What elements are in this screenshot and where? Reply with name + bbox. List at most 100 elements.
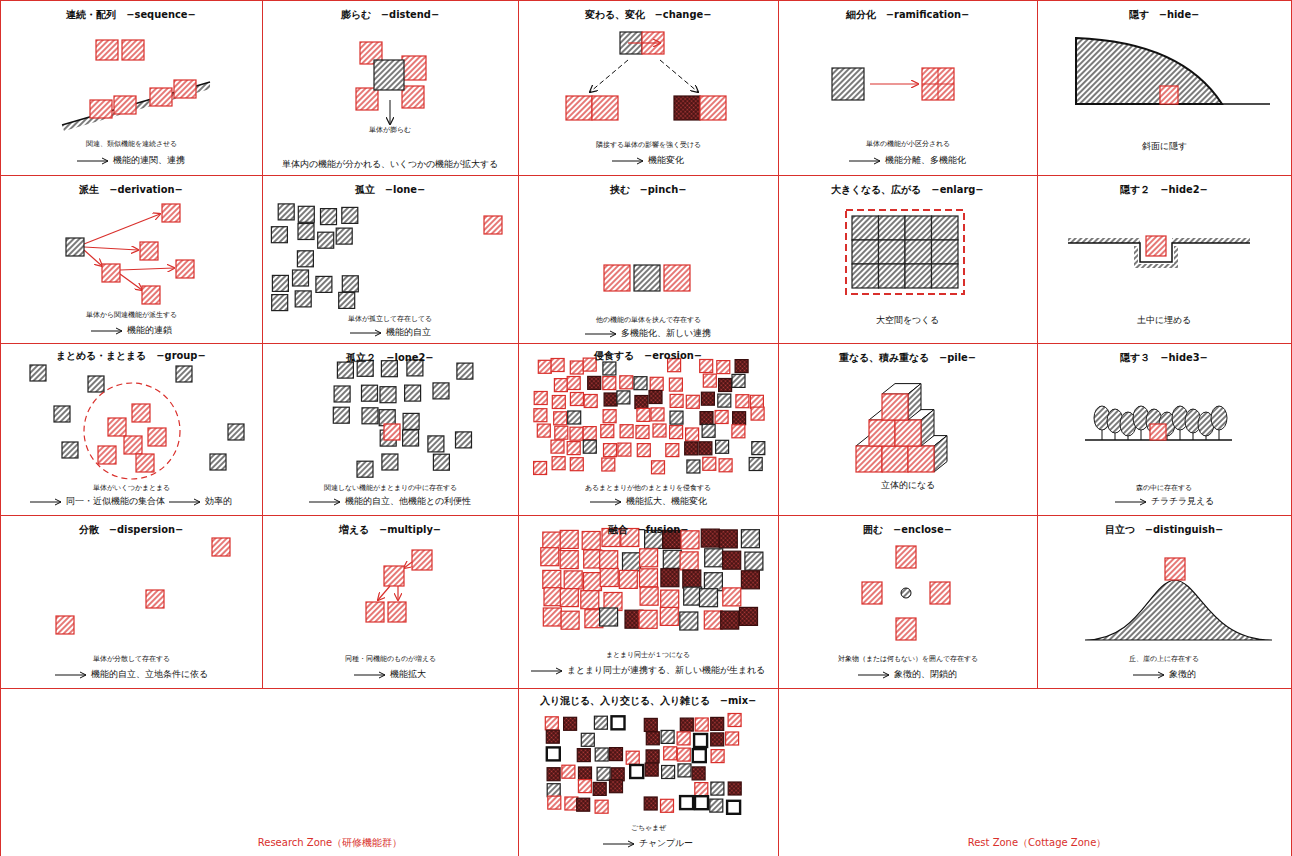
arrow-shaft [603,843,634,844]
illustration-shape [751,407,764,420]
illustration-shape [732,425,745,438]
text-line: 単体の機能が小区分される [778,140,1037,149]
text-line: 隣接する単体の影響を強く受ける [518,141,778,150]
result-arrow [603,840,635,848]
cell-text: 森の中に存在する [1136,484,1192,492]
text-line: 機能的自立 [262,326,518,339]
illustration-shape [334,386,350,402]
illustration-shape [1076,38,1222,104]
illustration-shape [547,784,560,797]
illustration-shape [554,412,567,425]
pattern-cell: 孤立 −lone−単体が孤立して存在してる機能的自立 [262,175,518,343]
illustration-shape [212,538,230,556]
illustration-shape [701,392,714,405]
illustration-shape [692,767,705,780]
pattern-cell: 挟む −pinch−他の機能の単体を挟んで存在する多機能化、新しい連携 [518,175,778,343]
illustration-shape [583,427,596,440]
illustration-shape [384,424,400,440]
illustration-shape [62,442,78,458]
illustration-shape [0,0,1,856]
arrow-head [637,158,643,164]
cell-text: 象徴的、閉鎖的 [894,669,957,679]
cell-text: 機能的連鎖 [127,325,172,335]
arrow-shaft [1133,674,1164,675]
illustration-shape [588,376,601,389]
illustration-shape [741,571,759,589]
cell-text: 同種・同機能のものが増える [345,655,436,663]
illustration-shape [595,800,608,813]
cell-text: 立体的になる [881,480,935,490]
arrow-head [628,841,634,847]
illustration-shape [640,569,658,587]
illustration-shape [56,616,74,634]
illustration-shape [584,395,597,408]
illustration-shape [84,214,174,290]
illustration-shape [124,436,142,454]
illustration-shape [600,551,618,569]
cell-title: 細分化 −ramification− [846,9,970,20]
illustration-shape [728,782,741,795]
illustration-shape [342,207,358,223]
illustration-shape [735,360,748,373]
illustration-shape [852,240,879,264]
illustration-shape [680,796,693,809]
illustration-shape [590,60,628,92]
text-line: 立体的になる [778,479,1037,492]
illustration-shape [380,387,396,403]
illustration-shape [663,550,681,568]
illustration-shape [901,588,911,598]
arrow-shaft [91,330,122,331]
cell-text: 単体が分散して存在する [93,655,170,663]
illustration-shape [140,242,158,260]
illustration-shape [297,251,313,267]
text-line: 機能的連関、連携 [0,154,262,167]
illustration-shape [412,550,432,570]
illustration-shape [693,749,706,762]
pattern-cell: 融合 −fusion−まとまり同士が１つになるまとまり同士が連携する、新しい機能… [518,515,778,688]
cell-text: 機能的連関、連携 [113,155,185,165]
ramification-figure [832,68,954,100]
illustration-shape [718,394,731,407]
result-arrow [612,157,644,165]
illustration-shape [378,562,412,600]
illustration-shape [583,440,596,453]
pattern-cell: 重なる、積み重なる −pile−立体的になる [778,343,1037,515]
illustration-shape [560,589,578,607]
illustration-shape [635,396,648,409]
illustration-shape [136,454,154,472]
illustration-shape [661,799,674,812]
zone-label: Rest Zone（Cottage Zone） [968,836,1107,850]
illustration-shape [905,264,932,288]
illustration-shape [677,748,690,761]
illustration-shape [694,734,707,747]
illustration-shape [637,444,650,457]
illustration-shape [594,716,607,729]
illustration-shape [541,548,559,566]
illustration-shape [700,589,718,607]
illustration-shape [628,42,660,43]
illustration-shape [695,718,708,731]
illustration-shape [564,571,582,589]
cell-text: 斜面に隠す [1142,141,1187,151]
illustration-shape [896,618,916,640]
illustration-shape [84,214,160,244]
illustration-shape [717,361,730,374]
cell-title: 侵食する −erosion− [594,350,702,361]
illustration-shape [719,459,732,472]
distinguish-figure [1085,558,1272,640]
cell-text: 隣接する単体の影響を強く受ける [596,141,701,149]
illustration-shape [66,238,84,256]
pattern-cell: 変わる、変化 −change−隣接する単体の影響を強く受ける機能変化 [518,0,778,175]
text-line: 対象物（または何もない）を囲んで存在する [778,655,1037,664]
illustration-shape [862,582,882,604]
illustration-shape [593,782,606,795]
text-line: 隠す −hide− [1037,8,1291,22]
illustration-shape [534,462,547,475]
cell-title: 連続・配列 −sequence− [66,9,196,20]
result-arrow [1133,671,1165,679]
illustration-shape [644,797,657,810]
cell-text: 大空間をつくる [876,315,939,325]
illustration-shape [176,366,192,382]
illustration-shape [604,444,617,457]
